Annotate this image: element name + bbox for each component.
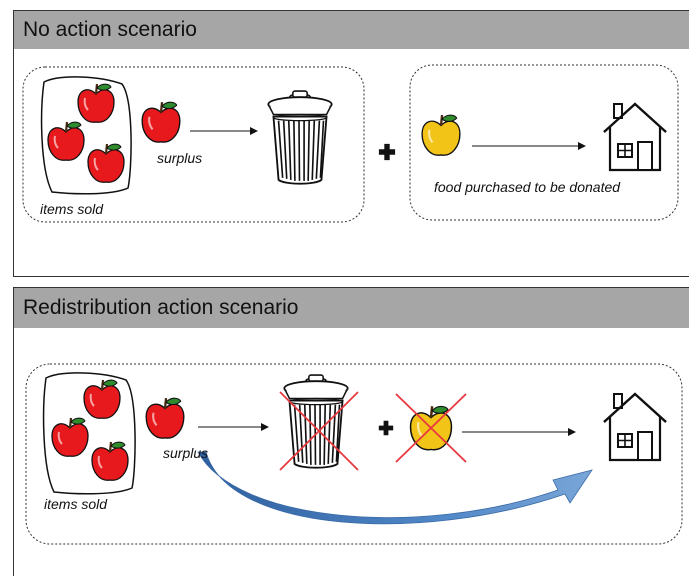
items-sold-label: items sold <box>40 201 104 217</box>
cross-out-icon <box>395 393 467 463</box>
surplus-label: surplus <box>163 445 209 461</box>
curved-arrow-icon <box>197 451 593 525</box>
panel-title: Redistribution action scenario <box>14 288 689 328</box>
redistribution-group <box>25 363 683 545</box>
items-sold-label: items sold <box>44 496 108 512</box>
house-icon <box>602 392 668 462</box>
surplus-label: surplus <box>157 150 203 166</box>
panel-title: No action scenario <box>14 11 689 49</box>
donation-label: food purchased to be donated <box>434 179 621 195</box>
cross-out-icon <box>279 391 359 471</box>
sold-and-waste-group <box>22 66 365 223</box>
donation-group <box>409 64 679 221</box>
apple-icon <box>145 396 185 440</box>
trash-can-icon <box>283 374 349 469</box>
plus-icon <box>378 420 394 436</box>
